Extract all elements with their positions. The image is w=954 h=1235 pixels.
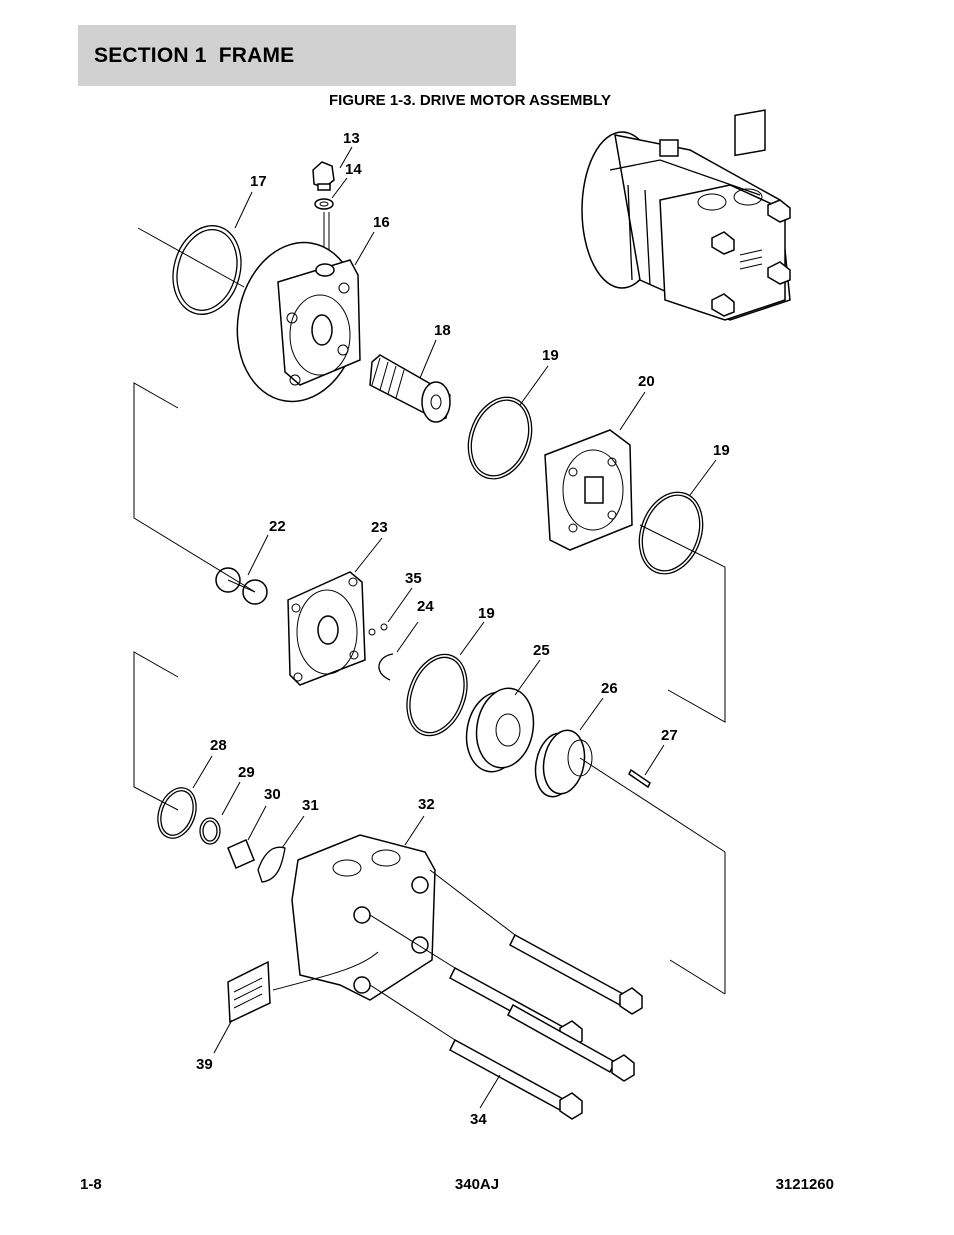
ball-35 bbox=[380, 623, 388, 631]
o-ring-19-lower bbox=[406, 653, 468, 737]
assembled-motor-illustration bbox=[581, 109, 791, 321]
callout-27: 27 bbox=[661, 727, 678, 744]
figure-title: FIGURE 1-3. DRIVE MOTOR ASSEMBLY bbox=[329, 92, 611, 109]
retaining-ring-24 bbox=[378, 653, 394, 681]
drive-shaft-18 bbox=[369, 354, 451, 423]
callout-35: 35 bbox=[405, 570, 422, 587]
callout-16: 16 bbox=[373, 214, 390, 231]
pin-27 bbox=[628, 768, 651, 789]
plug-and-washer bbox=[312, 161, 335, 262]
callout-13: 13 bbox=[343, 130, 360, 147]
callout-34: 34 bbox=[470, 1111, 487, 1128]
bolts-34 bbox=[369, 869, 643, 1120]
o-ring-28 bbox=[157, 787, 197, 839]
callout-22: 22 bbox=[269, 518, 286, 535]
end-cover-32 bbox=[272, 834, 436, 1001]
callout-17: 17 bbox=[250, 173, 267, 190]
callout-31: 31 bbox=[302, 797, 319, 814]
footer-model: 340AJ bbox=[454, 1176, 500, 1193]
seal-31 bbox=[257, 846, 286, 883]
plate-23 bbox=[287, 571, 366, 686]
leader-lines bbox=[192, 146, 717, 1109]
o-ring-19-upper bbox=[467, 396, 533, 480]
valve-disc-26 bbox=[534, 729, 726, 995]
housing-16 bbox=[236, 241, 361, 403]
callout-19-a: 19 bbox=[542, 347, 559, 364]
callout-30: 30 bbox=[264, 786, 281, 803]
callout-19-b: 19 bbox=[713, 442, 730, 459]
spacer-30 bbox=[227, 838, 255, 870]
callout-18: 18 bbox=[434, 322, 451, 339]
callout-32: 32 bbox=[418, 796, 435, 813]
callout-14: 14 bbox=[345, 161, 362, 178]
o-ring-29 bbox=[199, 817, 221, 845]
gerotor-25 bbox=[465, 687, 535, 773]
footer-doc-number: 3121260 bbox=[775, 1176, 834, 1193]
callout-26: 26 bbox=[601, 680, 618, 697]
callout-28: 28 bbox=[210, 737, 227, 754]
section-header: SECTION 1 FRAME bbox=[78, 25, 516, 86]
callout-39: 39 bbox=[196, 1056, 213, 1073]
o-ring-19-right bbox=[638, 491, 704, 575]
callout-labels: 13 14 16 17 18 19 20 19 22 23 35 24 19 2… bbox=[196, 130, 730, 1128]
callout-20: 20 bbox=[638, 373, 655, 390]
plate-20 bbox=[544, 429, 633, 551]
label-plate-39 bbox=[227, 960, 271, 1024]
callout-19-c: 19 bbox=[478, 605, 495, 622]
o-ring-17 bbox=[172, 225, 242, 315]
callout-24: 24 bbox=[417, 598, 434, 615]
footer-page-number: 1-8 bbox=[80, 1176, 102, 1193]
gear-22 bbox=[215, 567, 268, 605]
section-title: SECTION 1 FRAME bbox=[94, 43, 295, 67]
callout-23: 23 bbox=[371, 519, 388, 536]
callout-29: 29 bbox=[238, 764, 255, 781]
callout-25: 25 bbox=[533, 642, 550, 659]
